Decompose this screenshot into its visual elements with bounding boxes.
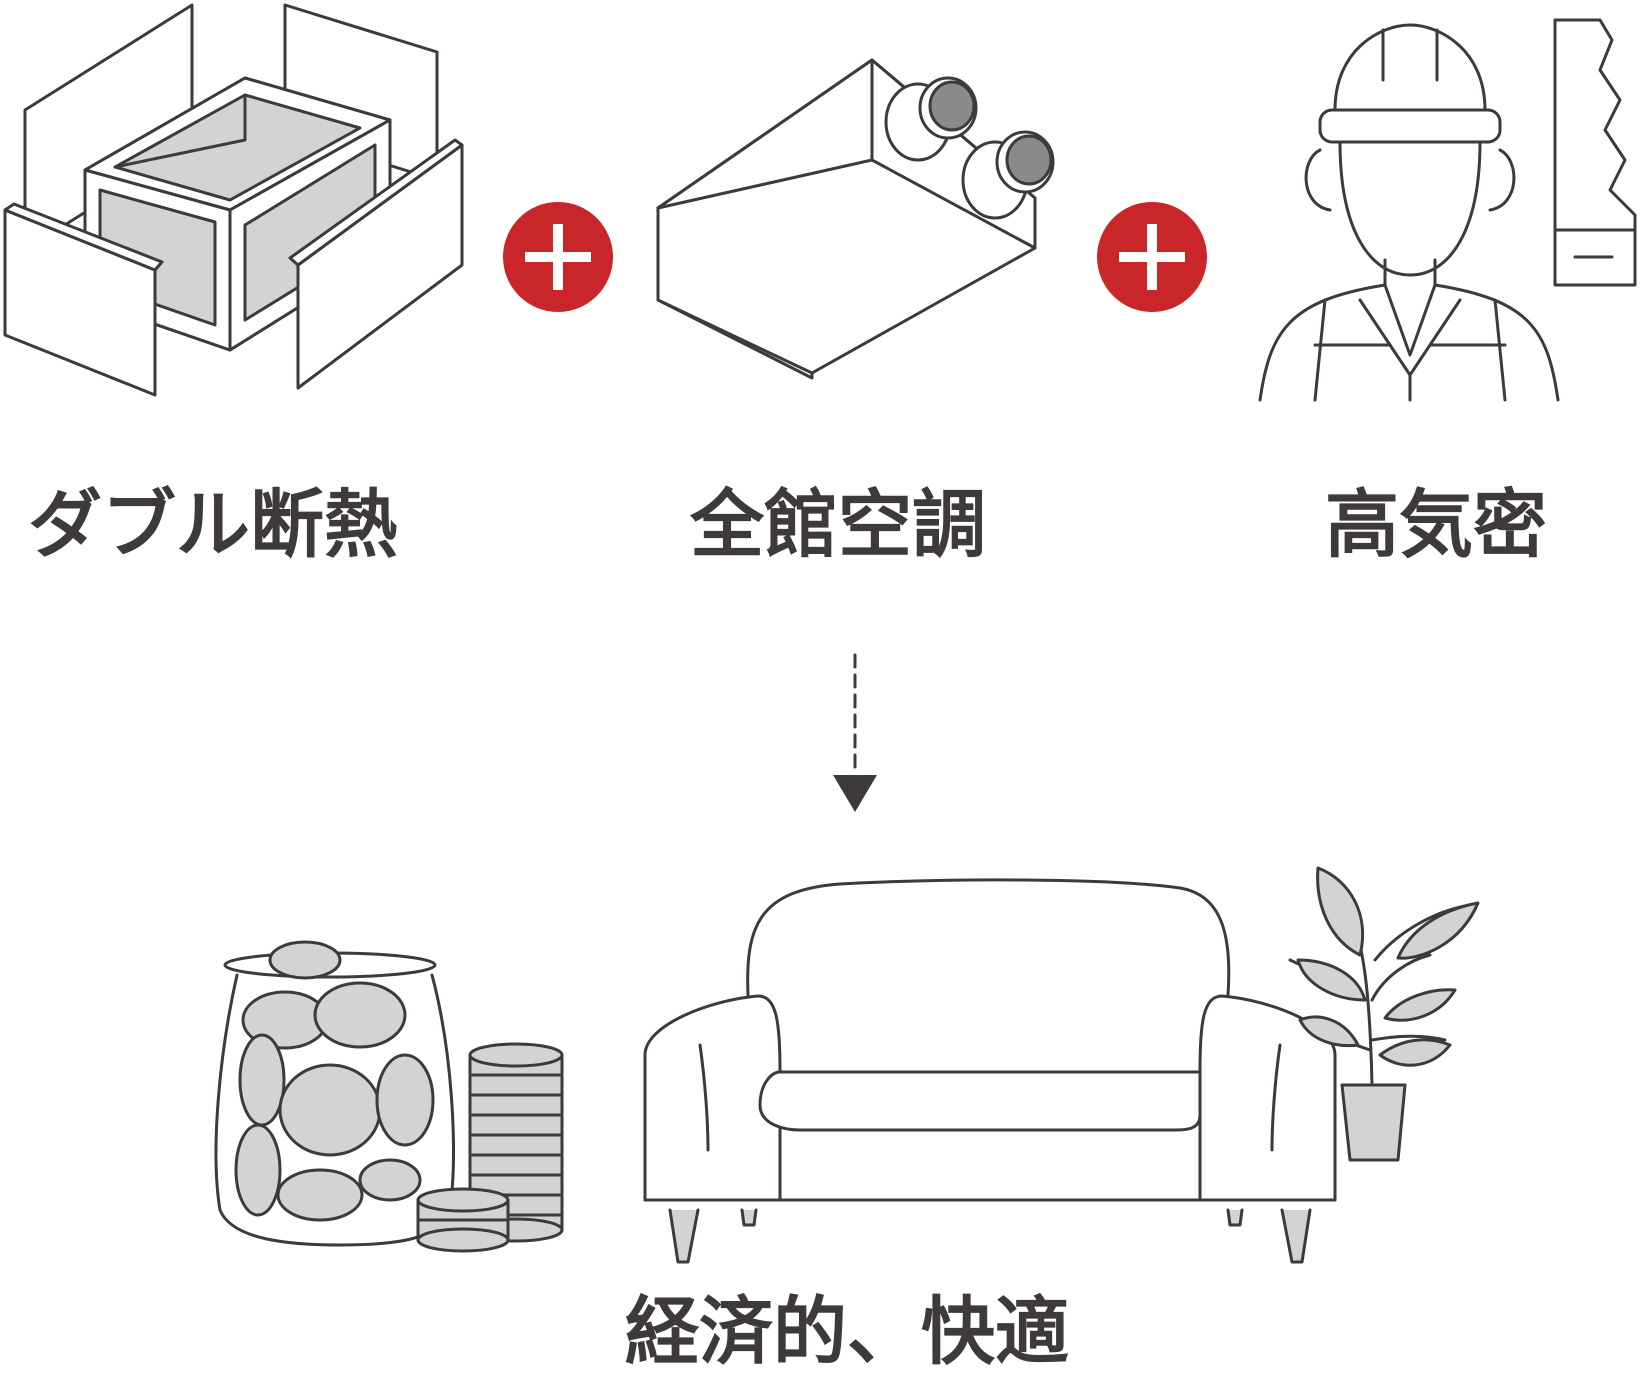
plus-icon <box>1097 202 1207 312</box>
plus-icon <box>503 202 613 312</box>
hvac-unit-icon <box>656 58 1055 380</box>
saw-icon <box>1553 18 1637 287</box>
coin-jar-icon <box>214 940 455 1247</box>
insulation-box-icon <box>3 3 464 397</box>
plant-icon <box>1288 866 1480 1162</box>
sofa-icon <box>643 878 1337 1264</box>
coin-stack-icon <box>416 1042 564 1253</box>
worker-icon <box>1258 23 1560 402</box>
label-double-insulation: ダブル断熱 <box>28 482 398 568</box>
label-result: 経済的、快適 <box>625 1289 1069 1375</box>
label-whole-house-ac: 全館空調 <box>690 482 986 568</box>
arrow-down-icon <box>833 653 877 812</box>
label-high-airtightness: 高気密 <box>1325 482 1547 568</box>
